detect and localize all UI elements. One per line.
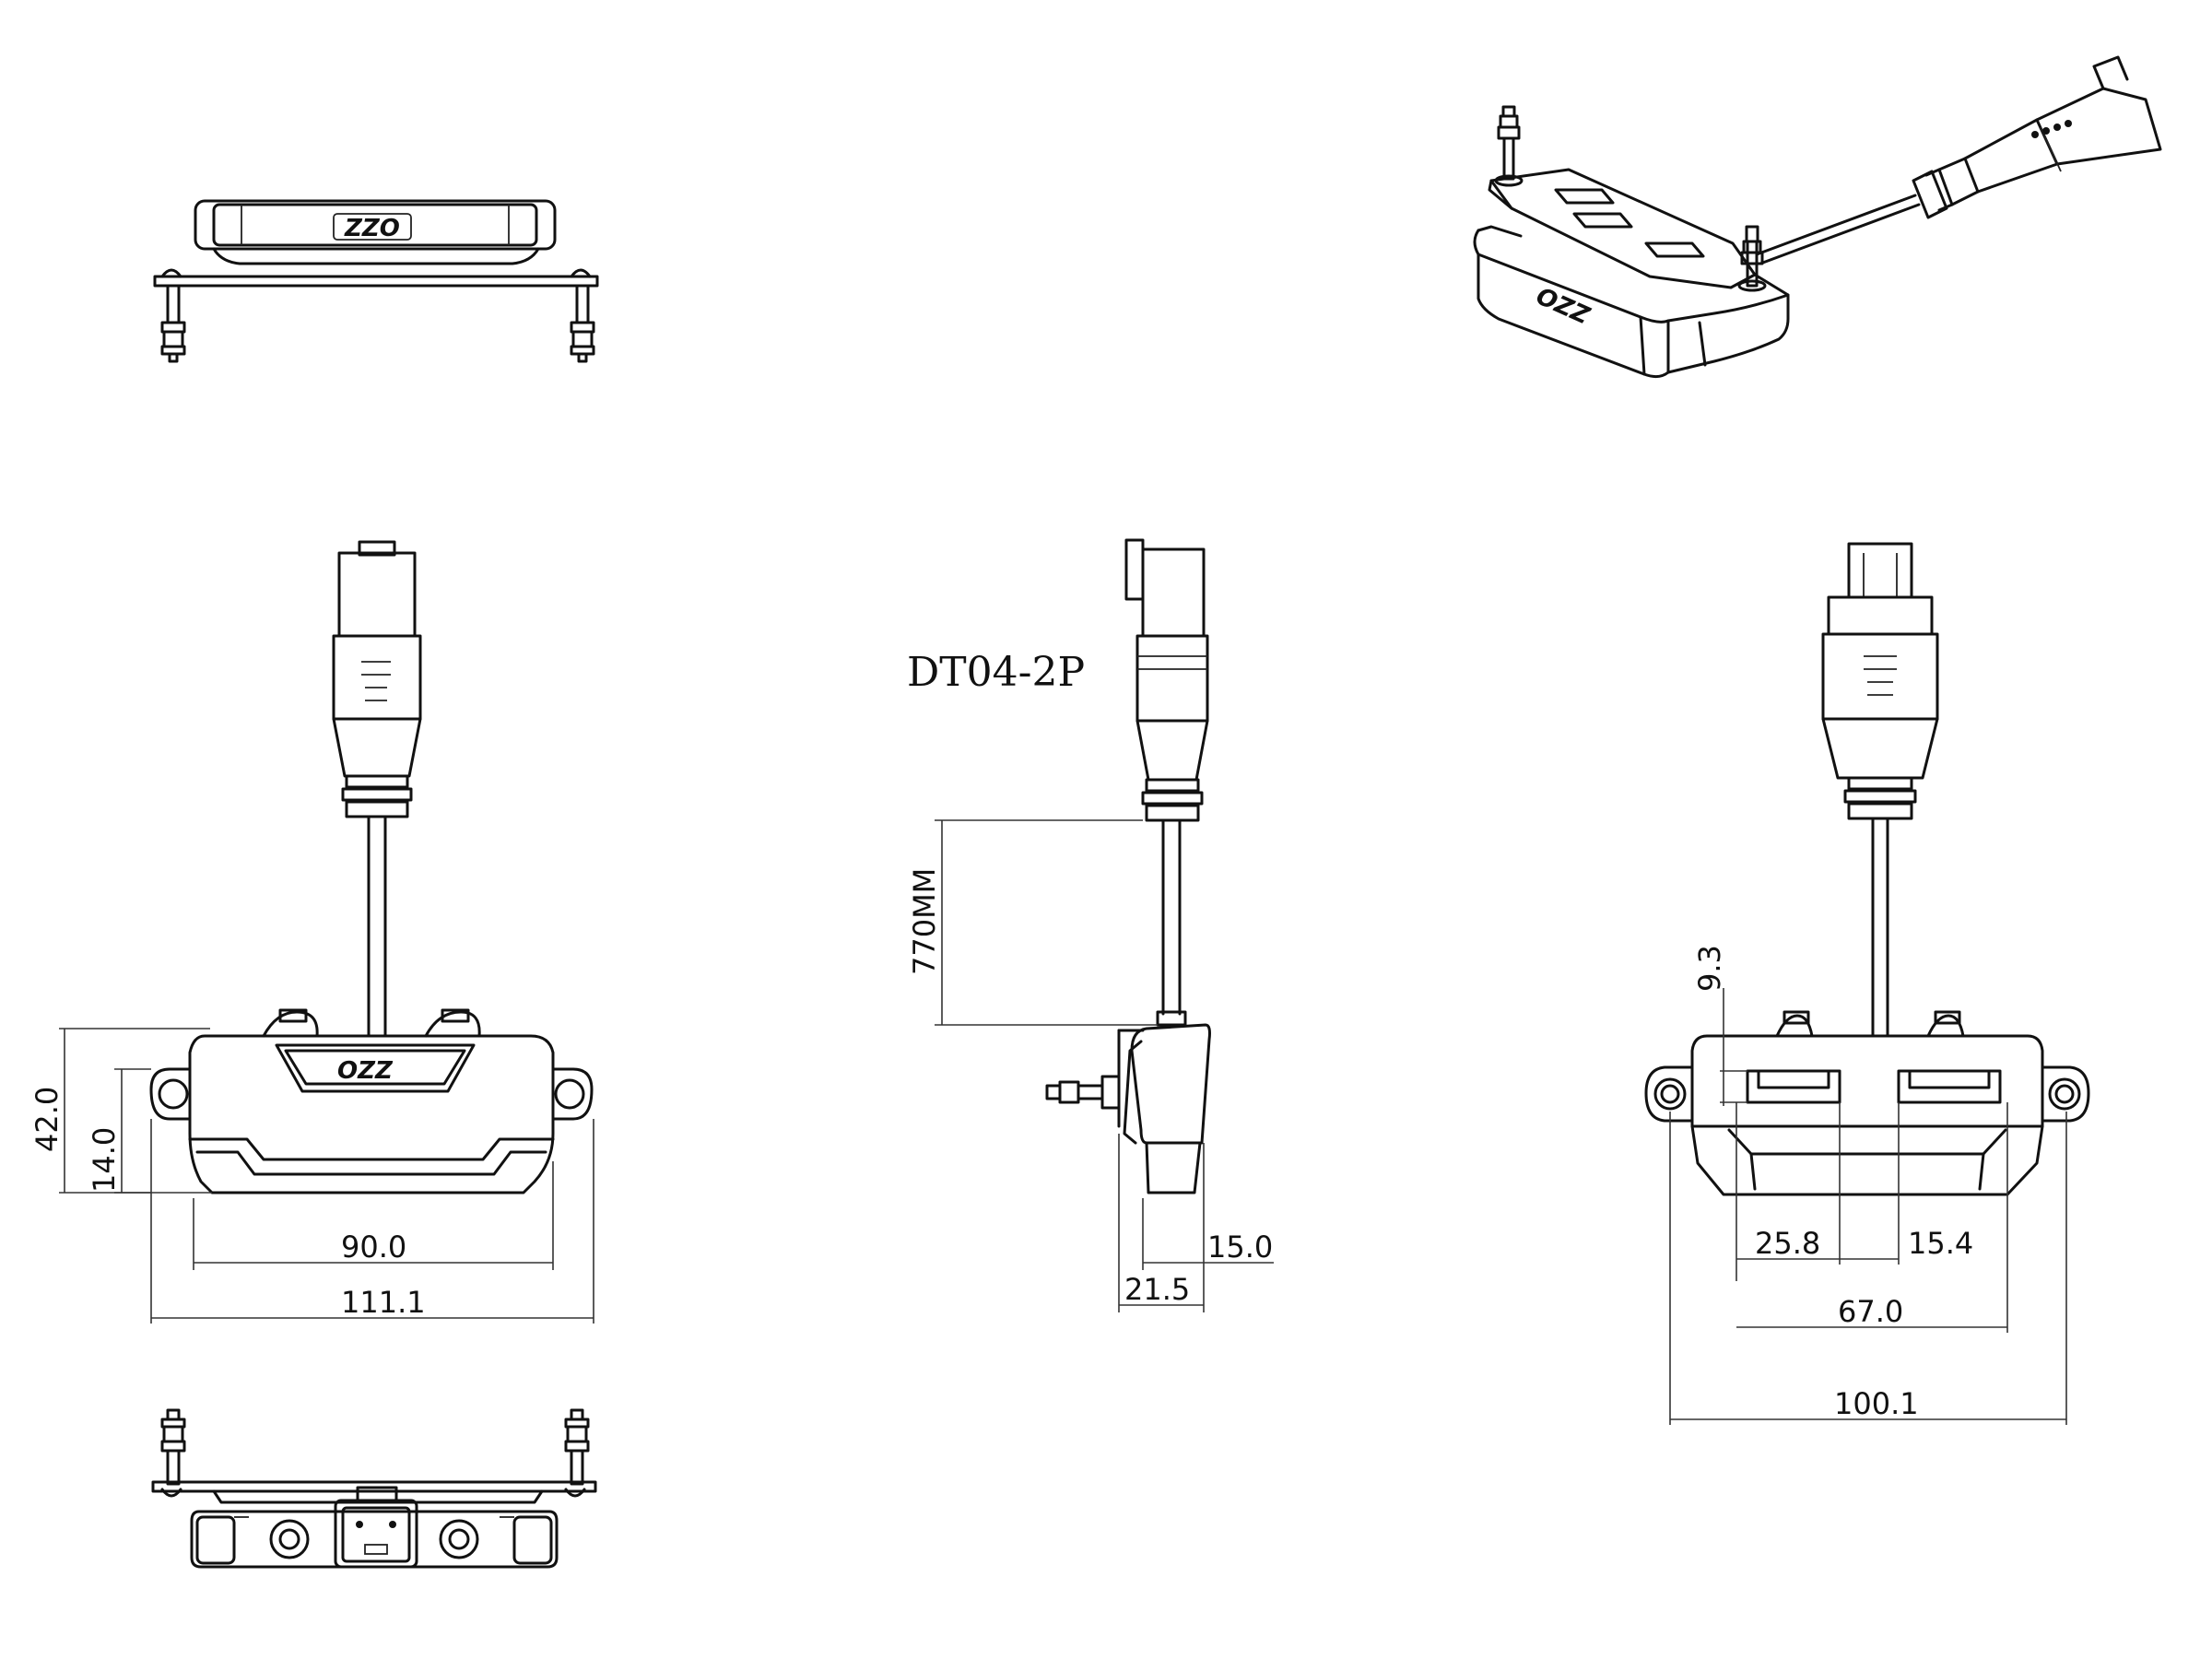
bottom-stud-right [564,1408,590,1498]
side-body [1045,1010,1211,1194]
svg-text:ZZO: ZZO [344,215,400,242]
iso-stud-right [1737,225,1767,292]
iso-connector [1912,55,2162,219]
dim-rear-slot-offset: 9.3 [1692,945,1727,992]
mounting-stud-right [570,268,595,363]
dim-front-height: 42.0 [29,1087,65,1152]
dim-rear-slot-span: 67.0 [1838,1294,1903,1329]
front-dimension-lines [59,1028,594,1324]
dim-front-body-width: 90.0 [341,1230,406,1265]
dim-side-overall-depth: 21.5 [1124,1272,1190,1307]
rear-mount-tab-left [1644,1065,1694,1123]
rear-connector [1821,542,1939,1038]
side-dimension-lines [935,819,1274,1312]
dim-rear-overall-width: 100.1 [1834,1386,1919,1421]
rear-dimension-lines [1669,988,2067,1425]
rear-view: 9.3 25.8 15.4 67.0 100.1 [1644,542,2090,1425]
bottom-stud-left [160,1408,186,1498]
dim-rear-slot-width: 25.8 [1755,1226,1820,1261]
logo-mark-iso: OZZ [1532,283,1594,331]
dim-side-body-depth: 15.0 [1207,1230,1273,1265]
front-connector [332,540,422,1038]
side-connector [1124,538,1209,1016]
dim-cable-length: 770MM [907,868,942,975]
iso-stud-left [1494,105,1524,187]
rear-body [1690,1010,2044,1196]
dim-rear-slot-gap: 15.4 [1908,1226,1973,1261]
rear-mount-tab-right [2041,1065,2090,1123]
dim-front-mount-height: 14.0 [87,1127,122,1193]
front-mount-tab-left [149,1067,192,1121]
dim-front-overall-width: 111.1 [341,1285,426,1320]
bottom-connector-port [334,1486,418,1569]
front-mount-tab-right [551,1067,594,1121]
bottom-view [151,1408,597,1569]
svg-text:OZZ: OZZ [337,1057,394,1085]
iso-cable [1755,194,1921,265]
top-view: ZZO [153,199,599,363]
svg-text:OZZ: OZZ [1532,283,1594,331]
front-view: OZZ 42.0 14.0 [29,540,594,1324]
mounting-stud-left [160,268,186,363]
front-body: OZZ [188,1008,555,1194]
logo-mark-top: ZZO [333,213,412,242]
connector-label: DT04-2P [907,649,1085,696]
side-view: DT04-2P [907,538,1274,1312]
isometric-view: OZZ [1473,55,2162,379]
